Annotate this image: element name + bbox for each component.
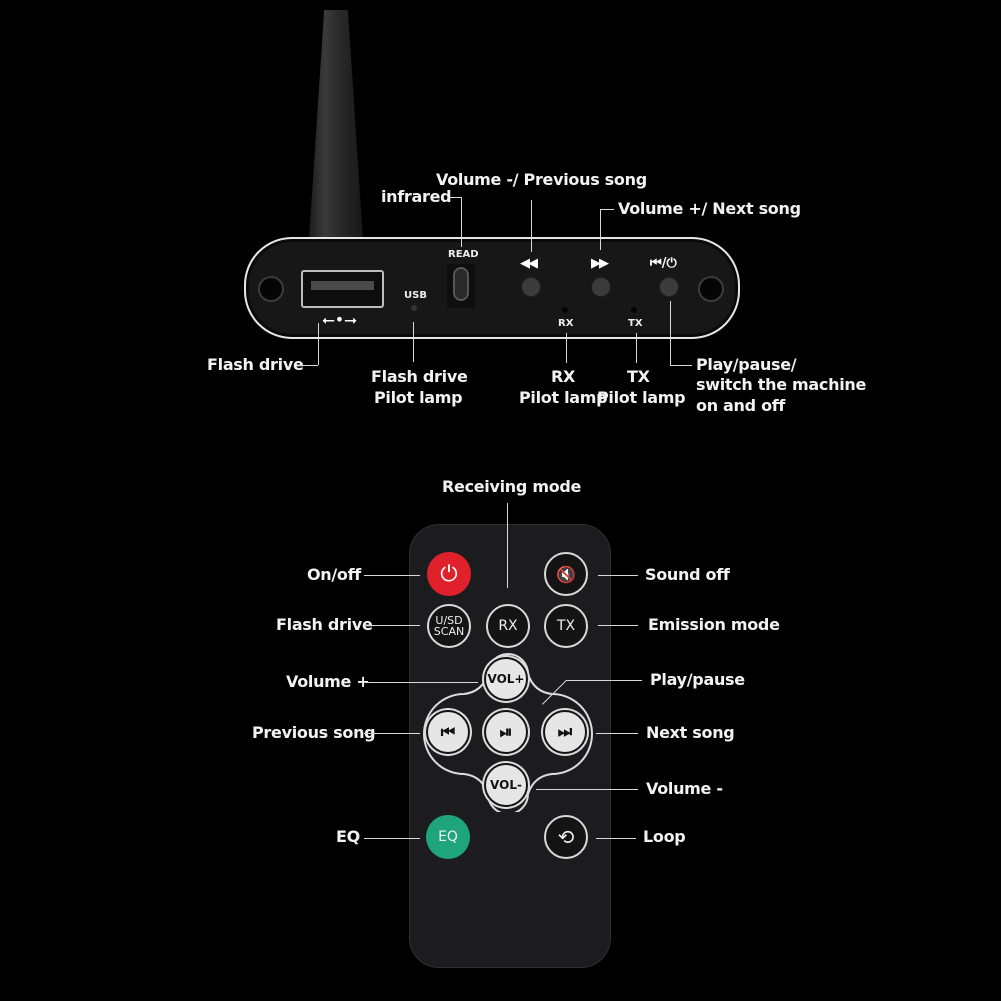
callout-receiving-mode: Receiving mode [442, 477, 582, 496]
callout-tx-lamp-1: TX [627, 367, 650, 386]
callout-play-pause: Play/pause [650, 670, 745, 689]
usb-symbol-icon: ⭠•⭢ [322, 310, 358, 329]
mount-hole-right [698, 276, 724, 302]
previous-icon: ⏮ [440, 722, 456, 741]
callout-volume-minus-prev: Volume -/ Previous song [436, 170, 647, 189]
usb-port[interactable] [301, 270, 384, 308]
callout-infrared: infrared [381, 187, 452, 206]
play-power-button[interactable] [659, 277, 679, 297]
callout-flash-drive: Flash drive [207, 355, 304, 374]
callout-loop: Loop [643, 827, 686, 846]
antenna [309, 10, 363, 240]
callout-rx-lamp-1: RX [551, 367, 576, 386]
rewind-icon: ◀◀ [520, 256, 538, 271]
usb-label: USB [404, 290, 427, 301]
tx-panel-label: TX [628, 318, 643, 329]
fast-forward-icon: ▶▶ [591, 256, 609, 271]
usd-scan-button[interactable]: U/SD SCAN [427, 604, 471, 648]
callout-previous-song: Previous song [252, 723, 376, 742]
callout-flash-drive-remote: Flash drive [276, 615, 373, 634]
vol-plus-button[interactable]: VOL+ [484, 657, 528, 701]
callout-next-song: Next song [646, 723, 735, 742]
callout-eq: EQ [336, 827, 360, 846]
power-icon: ⏻ [440, 561, 458, 587]
callout-volume-plus-next: Volume +/ Next song [618, 199, 801, 218]
callout-sound-off: Sound off [645, 565, 730, 584]
next-button[interactable] [591, 277, 611, 297]
play-pause-button[interactable]: ⏯ [484, 710, 528, 754]
prev-button[interactable] [521, 277, 541, 297]
callout-volume-plus: Volume + [286, 672, 370, 691]
rx-panel-label: RX [558, 318, 574, 329]
callout-emission-mode: Emission mode [648, 615, 780, 634]
play-pause-icon: ⏯ [499, 722, 513, 741]
read-label: READ [448, 249, 479, 260]
rx-button[interactable]: RX [486, 604, 530, 648]
previous-song-button[interactable]: ⏮ [426, 710, 470, 754]
callout-play-pause-1: Play/pause/ [696, 355, 797, 374]
dpad-outline [423, 653, 593, 812]
tx-button[interactable]: TX [544, 604, 588, 648]
loop-button[interactable]: ⟲ [544, 815, 588, 859]
usb-led [411, 305, 417, 311]
tx-led [631, 307, 637, 313]
power-button[interactable]: ⏻ [427, 552, 471, 596]
callout-flash-lamp-1: Flash drive [371, 367, 468, 386]
play-power-icon: ⏮/⏻ [650, 256, 677, 271]
rx-led [562, 307, 568, 313]
callout-on-off: On/off [307, 565, 361, 584]
callout-flash-lamp-2: Pilot lamp [374, 388, 463, 407]
next-icon: ⏭ [557, 722, 573, 741]
mute-icon: 🔇 [556, 564, 576, 584]
callout-rx-lamp-2: Pilot lamp [519, 388, 608, 407]
infrared-receiver [447, 264, 475, 308]
callout-tx-lamp-2: Pilot lamp [597, 388, 686, 407]
callout-volume-minus: Volume - [646, 779, 723, 798]
vol-minus-button[interactable]: VOL- [484, 763, 528, 807]
mount-hole-left [258, 276, 284, 302]
mute-button[interactable]: 🔇 [544, 552, 588, 596]
callout-play-pause-2: switch the machine [696, 375, 867, 394]
next-song-button[interactable]: ⏭ [543, 710, 587, 754]
eq-button[interactable]: EQ [426, 815, 470, 859]
callout-play-pause-3: on and off [696, 396, 786, 415]
loop-icon: ⟲ [557, 825, 575, 849]
